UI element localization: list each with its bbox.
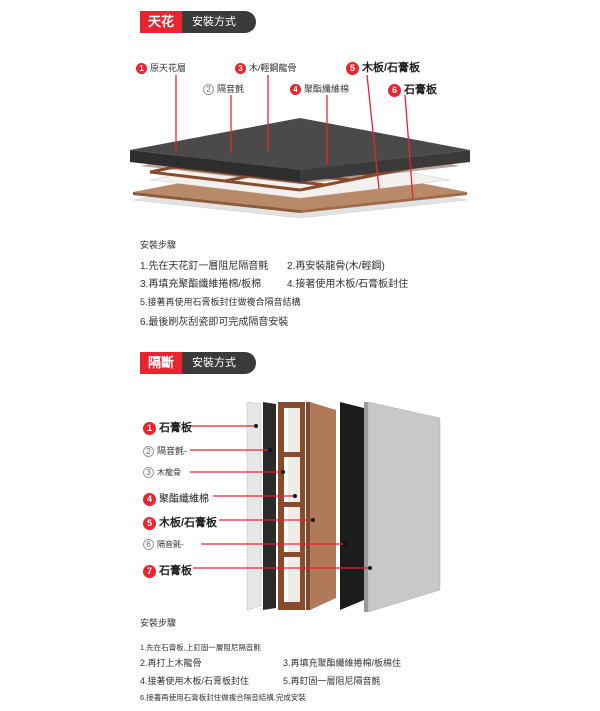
ceiling-step-4: 4.接著使用木板/石膏板封住 bbox=[287, 279, 409, 290]
ceiling-step-1: 1.先在天花釘一層阻尼隔音氈 bbox=[140, 261, 269, 272]
ceiling-step-3: 3.再填充聚酯纖維捲棉/板棉 bbox=[140, 279, 262, 290]
partition-wood-studs bbox=[278, 402, 305, 610]
partition-step-5: 5.再釘固一層阻尼隔音氈 bbox=[283, 676, 381, 686]
ceiling-concrete-slab bbox=[130, 118, 470, 170]
partition-callout-lines bbox=[190, 425, 370, 569]
partition-step-6: 6.接著再使用石膏板封住做複合隔音結構,完成安裝 bbox=[140, 693, 306, 702]
partition-step-2: 2.再打上木龍骨 bbox=[140, 658, 202, 668]
partition-felt-back bbox=[340, 402, 364, 610]
ceiling-steps-title: 安裝步驟 bbox=[140, 240, 177, 250]
ceiling-step-2: 2.再安裝龍骨(木/輕鋼) bbox=[287, 261, 385, 272]
partition-felt-front bbox=[263, 402, 276, 610]
partition-tab-label: 隔斷 bbox=[140, 352, 183, 374]
ceiling-step-6: 6.最後刷灰刮瓷即可完成隔音安裝 bbox=[140, 317, 289, 328]
partition-callout-dots bbox=[254, 424, 372, 570]
ceiling-tab-method: 安裝方式 bbox=[182, 11, 257, 33]
ceiling-section-tab: 天花 安裝方式 bbox=[140, 11, 257, 33]
partition-step-4: 4.接著使用木板/石膏板封住 bbox=[140, 676, 250, 686]
ceiling-callout-lines bbox=[175, 74, 414, 200]
partition-step-3: 3.再填充聚酯纖維捲棉/板棉住 bbox=[283, 658, 402, 668]
partition-wood-board bbox=[310, 402, 336, 610]
partition-tab-method: 安裝方式 bbox=[182, 352, 257, 374]
partition-back-gypsum bbox=[367, 401, 441, 613]
partition-diagram bbox=[190, 401, 441, 613]
partition-section-tab: 隔斷 安裝方式 bbox=[140, 352, 257, 374]
ceiling-step-5: 5.接著再使用石膏板封住做複合隔音結構 bbox=[140, 297, 301, 307]
partition-step-1: 1.先在石膏板,上釘固一層阻尼隔音氈 bbox=[140, 643, 261, 652]
partition-steps-title: 安裝步驟 bbox=[140, 618, 177, 628]
partition-front-gypsum bbox=[246, 401, 262, 611]
ceiling-tab-label: 天花 bbox=[140, 11, 183, 33]
ceiling-diagram bbox=[130, 74, 470, 219]
